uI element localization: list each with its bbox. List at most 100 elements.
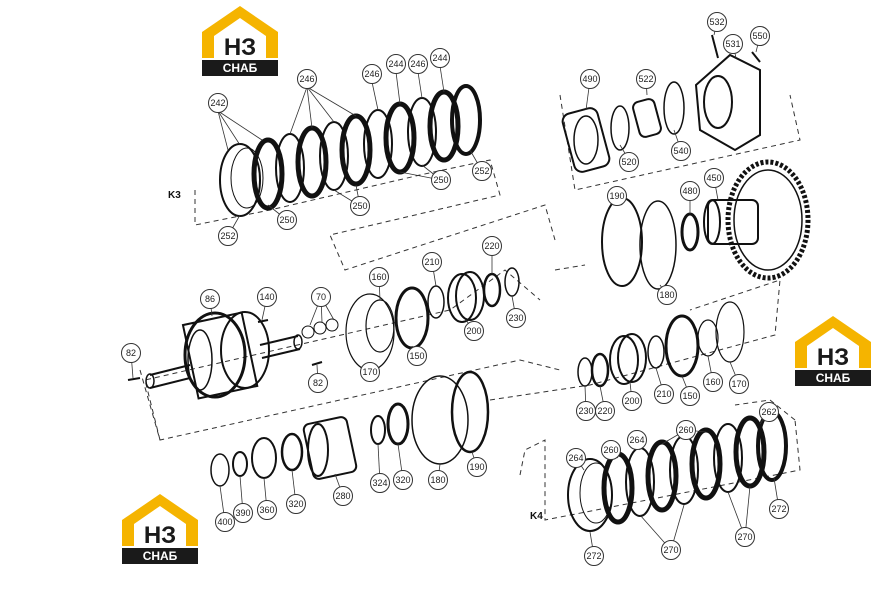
- svg-text:246: 246: [299, 74, 314, 84]
- part-callout: 262: [759, 402, 779, 422]
- part-callout: 170: [360, 362, 380, 382]
- svg-text:160: 160: [371, 272, 386, 282]
- part-callout: 244: [430, 48, 450, 68]
- part-callout: 272: [769, 499, 789, 519]
- part-callout: 200: [464, 321, 484, 341]
- part-callout: 82: [308, 373, 328, 393]
- logo-name: СНАБ: [223, 61, 258, 75]
- svg-text:200: 200: [624, 396, 639, 406]
- svg-text:272: 272: [586, 551, 601, 561]
- svg-text:180: 180: [659, 290, 674, 300]
- part-callout: 490: [580, 69, 600, 89]
- part-callout: 272: [584, 546, 604, 566]
- svg-text:550: 550: [752, 31, 767, 41]
- svg-text:86: 86: [205, 294, 215, 304]
- part-callout: 252: [472, 161, 492, 181]
- part-callout: 210: [422, 252, 442, 272]
- part-callout: 150: [680, 386, 700, 406]
- part-callout: 264: [627, 430, 647, 450]
- svg-text:480: 480: [682, 186, 697, 196]
- part-callout: 230: [506, 308, 526, 328]
- brand-logo: НЗ СНАБ: [202, 6, 278, 76]
- svg-text:190: 190: [609, 191, 624, 201]
- part-callout: 190: [467, 457, 487, 477]
- part-callout: 450: [704, 168, 724, 188]
- svg-text:262: 262: [761, 407, 776, 417]
- svg-text:170: 170: [731, 379, 746, 389]
- part-callout: 324: [370, 473, 390, 493]
- k4-clutch-pack: [567, 410, 788, 532]
- logo-name: СНАБ: [143, 549, 178, 563]
- gear-train-lower: [210, 370, 490, 487]
- svg-text:252: 252: [220, 231, 235, 241]
- brand-logo: НЗ СНАБ: [122, 494, 198, 564]
- part-callout: 220: [482, 236, 502, 256]
- svg-text:270: 270: [737, 532, 752, 542]
- part-callout: 540: [671, 141, 691, 161]
- svg-text:140: 140: [259, 292, 274, 302]
- logo-mark: НЗ: [224, 34, 256, 61]
- svg-text:160: 160: [705, 377, 720, 387]
- svg-text:170: 170: [362, 367, 377, 377]
- svg-text:246: 246: [364, 69, 379, 79]
- svg-text:250: 250: [279, 215, 294, 225]
- logo-mark: НЗ: [817, 344, 849, 371]
- part-callout: 220: [595, 401, 615, 421]
- svg-text:220: 220: [597, 406, 612, 416]
- part-callout: 190: [607, 186, 627, 206]
- svg-text:70: 70: [316, 292, 326, 302]
- part-callout: 360: [257, 500, 277, 520]
- part-callout: 520: [619, 152, 639, 172]
- part-callout: 550: [750, 26, 770, 46]
- part-callout: 244: [386, 54, 406, 74]
- svg-text:532: 532: [709, 17, 724, 27]
- part-callout: 180: [428, 470, 448, 490]
- output-housing-group: [561, 34, 761, 173]
- svg-text:150: 150: [682, 391, 697, 401]
- part-callout: 246: [362, 64, 382, 84]
- svg-text:246: 246: [410, 59, 425, 69]
- part-callout: 150: [407, 346, 427, 366]
- logo-mark: НЗ: [144, 522, 176, 549]
- part-callout: 250: [277, 210, 297, 230]
- svg-text:200: 200: [466, 326, 481, 336]
- svg-text:210: 210: [424, 257, 439, 267]
- svg-text:242: 242: [210, 98, 225, 108]
- svg-text:230: 230: [578, 406, 593, 416]
- svg-text:220: 220: [484, 241, 499, 251]
- part-callout: 246: [297, 69, 317, 89]
- part-callout: 200: [622, 391, 642, 411]
- piston-group-right: [577, 301, 745, 388]
- part-callout: 242: [208, 93, 228, 113]
- svg-text:190: 190: [469, 462, 484, 472]
- part-callout: 82: [121, 343, 141, 363]
- part-callout: 246: [408, 54, 428, 74]
- part-callout: 531: [723, 34, 743, 54]
- svg-text:490: 490: [582, 74, 597, 84]
- part-callout: 252: [218, 226, 238, 246]
- svg-text:250: 250: [352, 201, 367, 211]
- svg-text:244: 244: [388, 59, 403, 69]
- part-callout: 270: [735, 527, 755, 547]
- part-callout: 180: [657, 285, 677, 305]
- part-callout: 250: [350, 196, 370, 216]
- svg-text:264: 264: [568, 453, 583, 463]
- svg-text:252: 252: [474, 166, 489, 176]
- k3-clutch-pack: [219, 84, 482, 217]
- part-callout: 320: [393, 470, 413, 490]
- svg-text:390: 390: [235, 508, 250, 518]
- part-callout: 260: [676, 420, 696, 440]
- group-label-k3: K3: [168, 190, 181, 201]
- group-label-k4: K4: [530, 511, 543, 522]
- part-callout: 532: [707, 12, 727, 32]
- svg-text:264: 264: [629, 435, 644, 445]
- svg-text:540: 540: [673, 146, 688, 156]
- part-callout: 230: [576, 401, 596, 421]
- part-callout: 140: [257, 287, 277, 307]
- assembly-lines: [139, 94, 801, 521]
- svg-text:210: 210: [656, 389, 671, 399]
- svg-text:280: 280: [335, 491, 350, 501]
- part-callout: 250: [431, 170, 451, 190]
- part-callout: 160: [369, 267, 389, 287]
